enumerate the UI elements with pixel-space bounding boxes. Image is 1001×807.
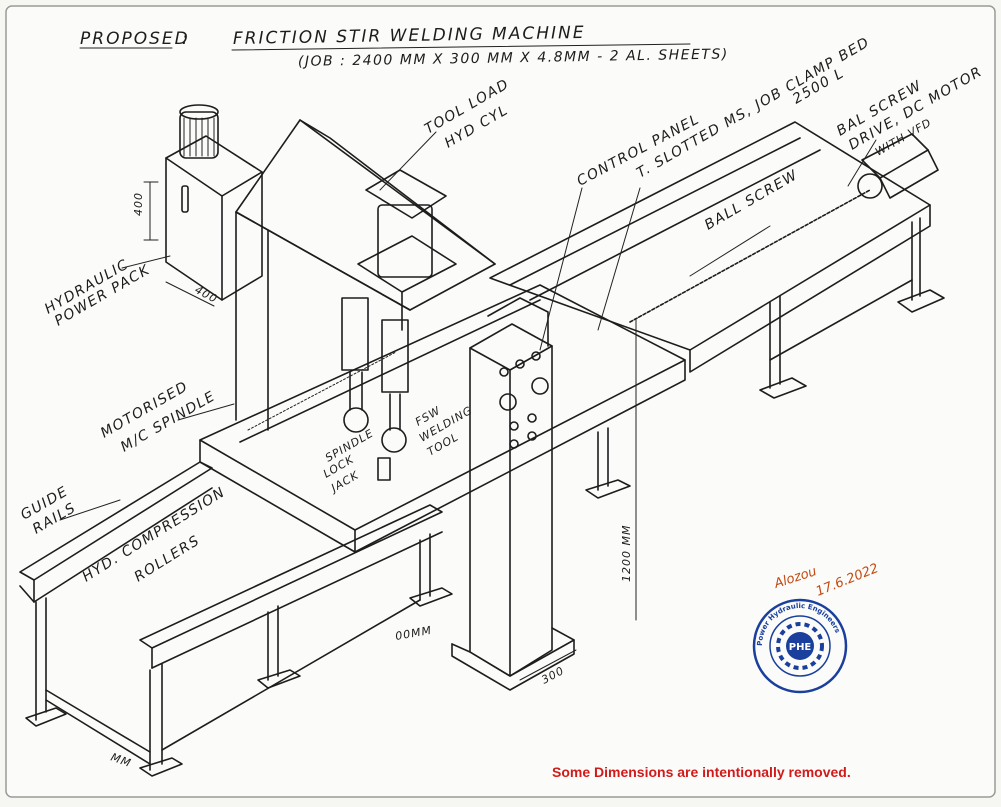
guide-rail-rear: [19, 461, 213, 581]
leader-lines: [59, 131, 877, 521]
title-underline: [79, 43, 691, 51]
guide-rail-frame: [19, 461, 453, 777]
panel-knobs: [499, 351, 549, 449]
roller-left: [343, 407, 369, 433]
control-panel-column: [451, 297, 575, 691]
spindle-lock-jack: [377, 457, 391, 481]
stamp-center: PHE: [789, 642, 812, 653]
dim-partial-mm: 00MM: [394, 624, 433, 643]
carriage: [199, 284, 686, 553]
roller-right: [381, 427, 407, 453]
hydraulic-cylinder: [357, 169, 457, 331]
title-colon: :: [182, 29, 190, 49]
pump-motor: [179, 111, 219, 159]
spindle-assembly: [247, 297, 409, 481]
dim-pack-height: 400: [132, 192, 145, 216]
dc-motor: [857, 133, 939, 199]
clamp-bed: [489, 121, 945, 499]
footnote: Some Dimensions are intentionally remove…: [552, 764, 851, 780]
gear-icon: [776, 622, 824, 670]
dimension-lines: [143, 181, 637, 681]
ball-screw: [629, 189, 871, 323]
gantry: [235, 119, 496, 431]
title-prefix: PROPOSED: [80, 29, 190, 49]
dim-column-height: 1200 MM: [620, 525, 633, 582]
title-block: PROPOSED : FRICTION STIR WELDING MACHINE…: [79, 23, 729, 70]
title-job: (JOB : 2400 MM X 300 MM X 4.8MM - 2 AL. …: [298, 46, 729, 70]
hydraulic-power-pack: [165, 104, 263, 301]
guide-rail-front: [139, 504, 443, 649]
